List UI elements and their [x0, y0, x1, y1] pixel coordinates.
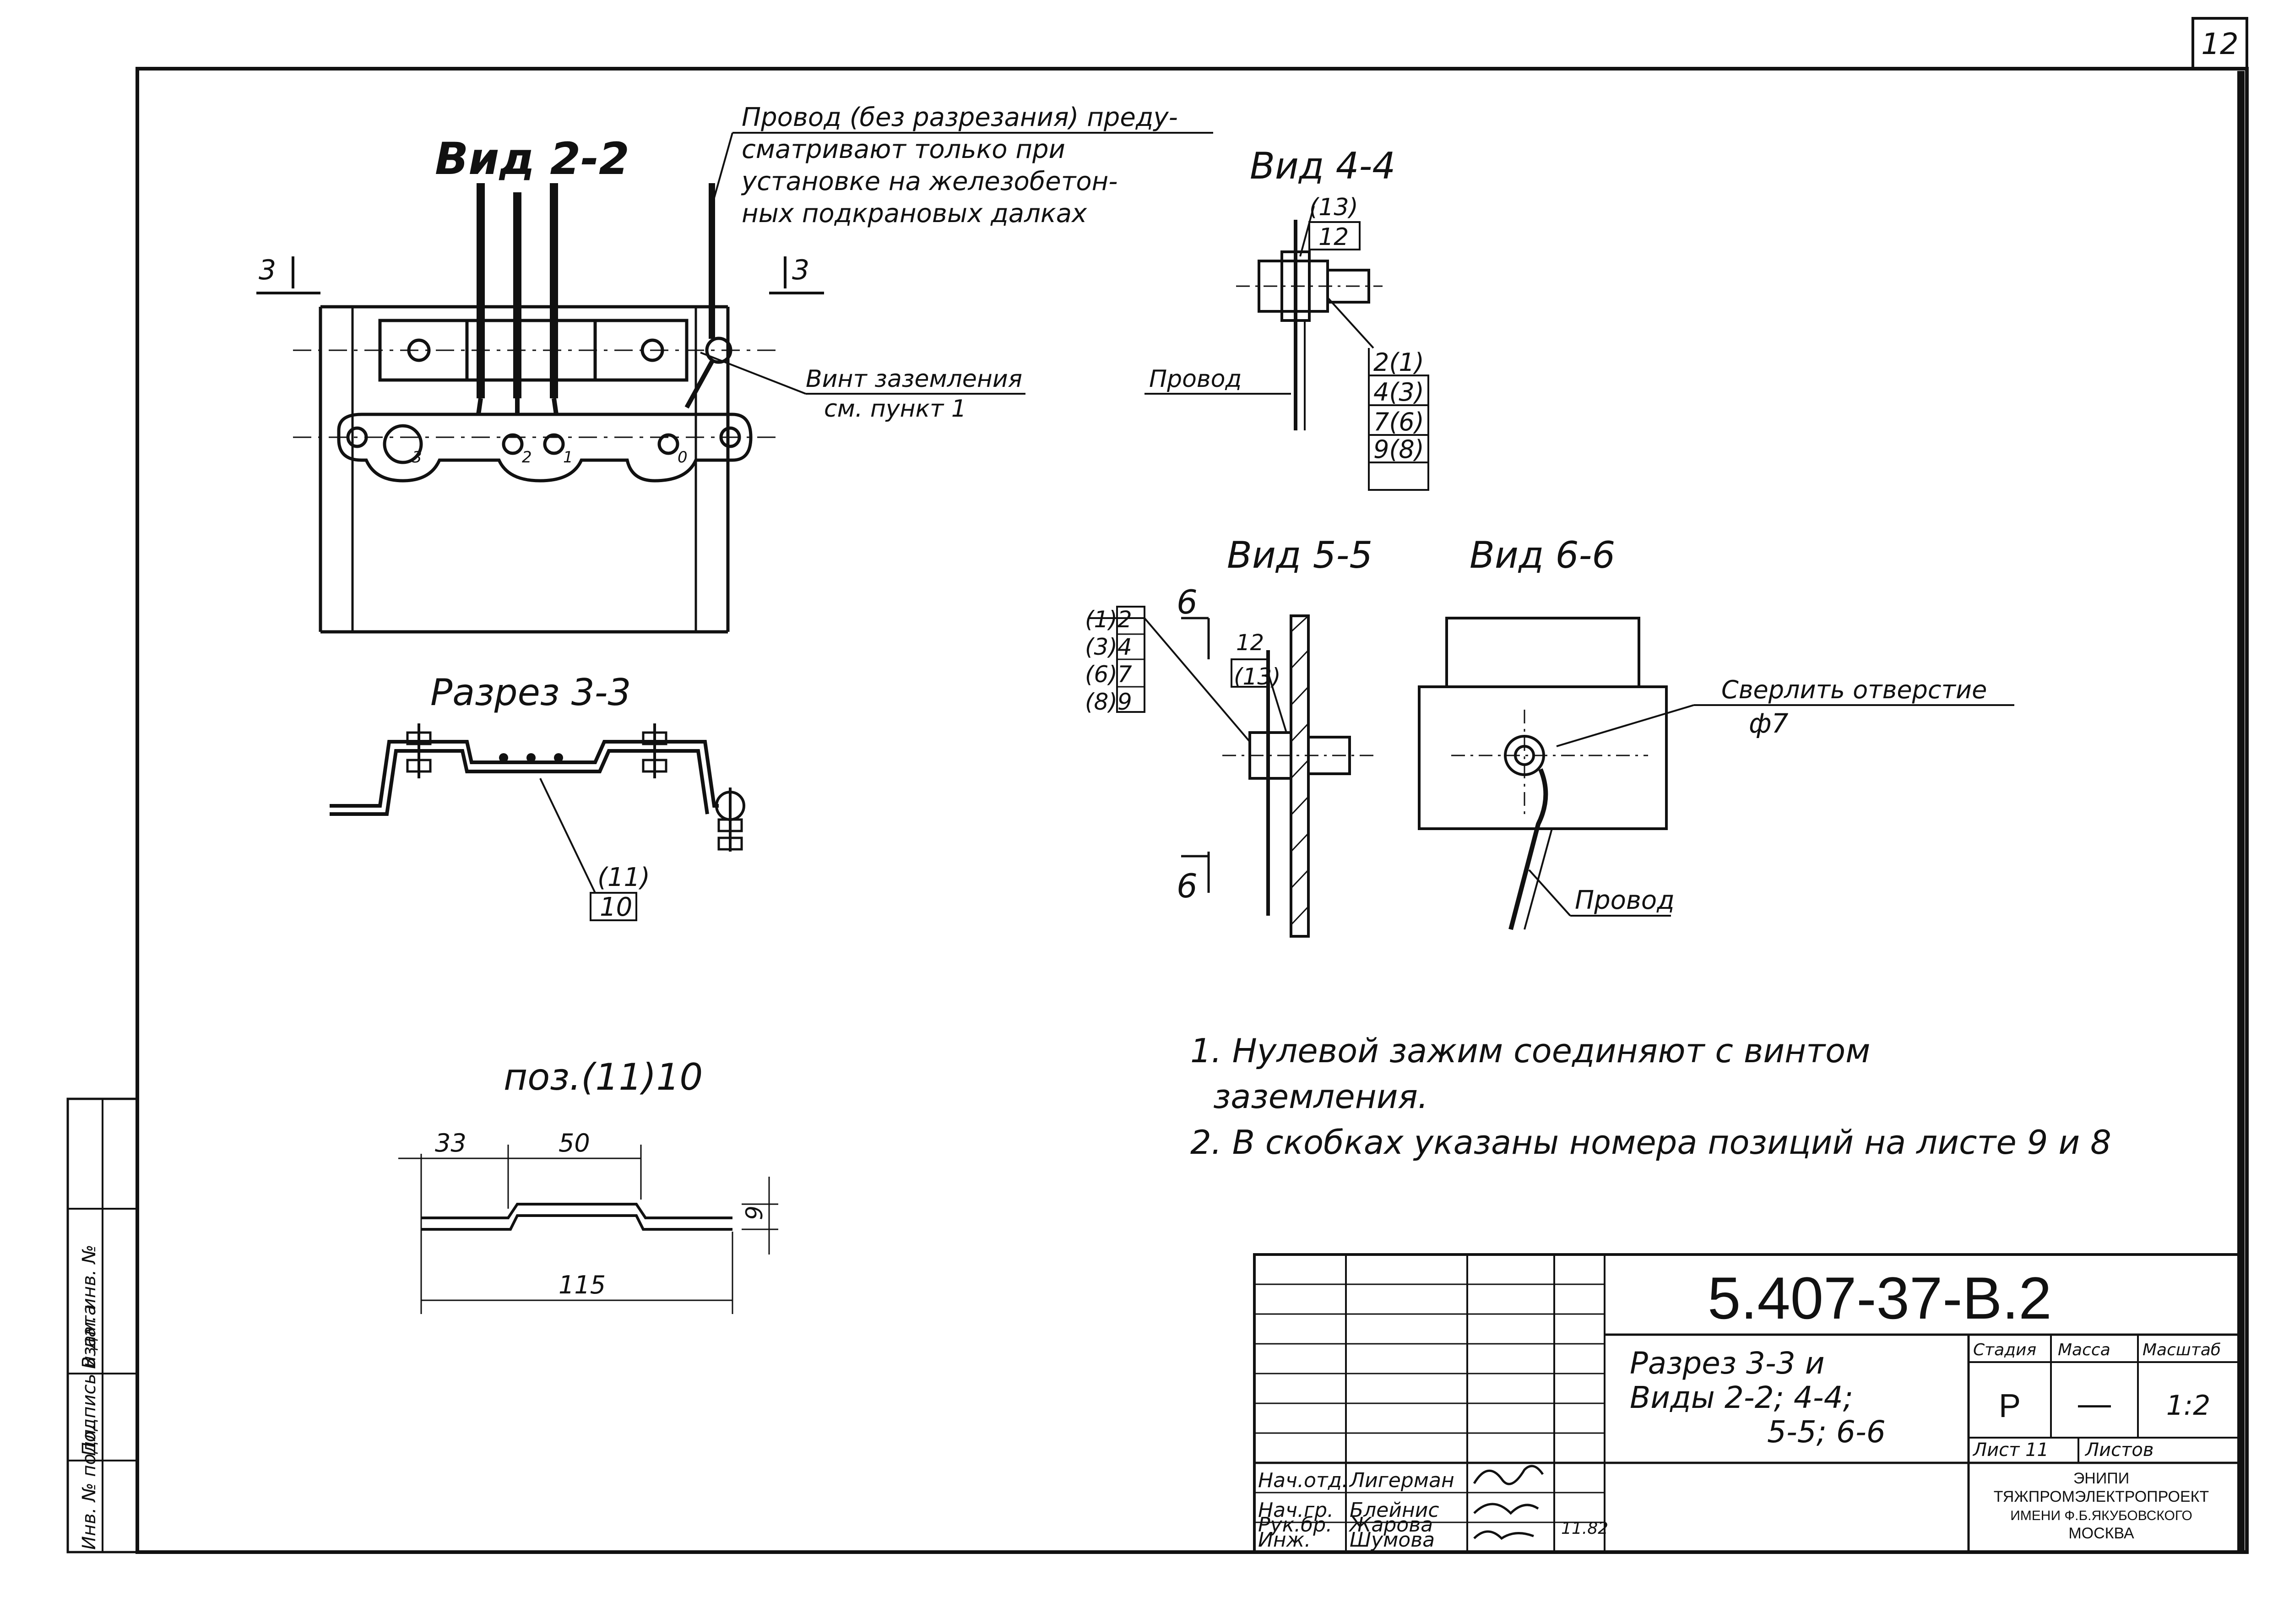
view-4-4-title: Вид 4-4 [1250, 145, 1395, 187]
view-5-5-pos12: 12 [1236, 630, 1264, 656]
terminal-label: 2 [522, 448, 532, 467]
view-4-4-position: 2(1) [1373, 348, 1424, 377]
wire-note-line: ных подкрановых далках [742, 199, 1087, 228]
view-4-4 [1144, 206, 1429, 491]
view-5-5 [1090, 606, 1373, 938]
signature-name: Лигерман [1349, 1469, 1454, 1492]
view-2-2-title: Вид 2-2 [435, 133, 629, 185]
signature-scribbles [1473, 1465, 1544, 1540]
sheet-frame [66, 17, 2249, 1554]
view-4-4-pos13: (13) [1309, 194, 1358, 221]
signature-name: Жарова [1348, 1513, 1433, 1537]
view-6-6-wire-label: Провод [1575, 885, 1675, 915]
view-6-6-title: Вид 6-6 [1470, 534, 1615, 576]
cut-mark-left: 3 [259, 254, 276, 286]
signature-name: Блейнис [1350, 1499, 1439, 1522]
view-5-5-position: (3)4 [1085, 634, 1132, 660]
title-block-grid [1253, 1253, 2240, 1553]
strip-replace-label: Взам. инв. № [79, 1244, 100, 1369]
org-line: МОСКВА [2068, 1525, 2134, 1542]
cut-mark-right: 3 [792, 254, 809, 286]
section-3-3-title: Разрез 3-3 [430, 671, 631, 714]
note-1-cont: заземления. [1213, 1077, 1428, 1116]
dim-115: 115 [559, 1271, 606, 1299]
part-detail-title: поз.(11)10 [504, 1056, 703, 1098]
scale-value: 1:2 [2166, 1390, 2211, 1422]
drawing-title-line: Разрез 3-3 и [1630, 1346, 1825, 1381]
rivet [526, 753, 536, 762]
part-detail [398, 1145, 778, 1314]
section-pos-label: (11) [597, 863, 650, 892]
sheet-label: Лист 11 [1972, 1439, 2049, 1461]
rivet [554, 753, 563, 762]
rivet [499, 753, 508, 762]
view-5-5-position: (8)9 [1085, 689, 1132, 715]
terminal-label: 3 [412, 448, 422, 467]
cut-mark-6-top: 6 [1177, 583, 1198, 621]
org-line: ТЯЖПРОМЭЛЕКТРОПРОЕКТ [1994, 1488, 2209, 1505]
drawing-title-line: 5-5; 6-6 [1767, 1414, 1886, 1450]
mass-header: Масса [2058, 1341, 2110, 1359]
stage-header: Стадия [1973, 1341, 2036, 1359]
wire-note-line: Провод (без разрезания) преду- [742, 103, 1178, 132]
stage-value: Р [1999, 1388, 2021, 1424]
section-pos-label: 10 [600, 892, 632, 922]
note-2: 2. В скобках указаны номера позиций на л… [1190, 1123, 2111, 1162]
org-line: ЭНИПИ [2073, 1470, 2129, 1487]
wire-note-line: установке на железобетон- [741, 167, 1117, 196]
terminal-label: 0 [678, 448, 688, 467]
terminal-label: 1 [563, 448, 573, 467]
view-4-4-pos12: 12 [1318, 223, 1349, 251]
view-4-4-position: 7(6) [1373, 407, 1424, 436]
cut-mark-6-bottom: 6 [1177, 867, 1198, 905]
ground-screw-ref: см. пункт 1 [824, 395, 966, 423]
view-5-5-title: Вид 5-5 [1227, 534, 1372, 576]
wire-note-line: сматривают только при [742, 135, 1065, 164]
section-3-3 [330, 723, 745, 894]
view-5-5-pos13: (13) [1234, 663, 1281, 690]
note-1: 1. Нулевой зажим соединяют с винтом [1190, 1032, 1871, 1070]
view-5-5-position: (1)2 [1085, 606, 1132, 633]
drawing-title-line: Виды 2-2; 4-4; [1630, 1380, 1853, 1415]
signature-role: Инж. [1258, 1528, 1311, 1552]
scale-header: Масштаб [2143, 1341, 2221, 1359]
ground-screw-label: Винт заземления [806, 365, 1022, 393]
strip-inv-label: Инв. № подл. [79, 1423, 100, 1550]
mass-value: — [2078, 1385, 2111, 1422]
signature-date: 11.82 [1561, 1519, 1608, 1538]
sheets-label: Листов [2084, 1439, 2153, 1461]
view-4-4-wire-label: Провод [1149, 365, 1242, 393]
signature-role: Нач.отд. [1258, 1469, 1348, 1492]
signature-role: Рук.бр. [1258, 1513, 1332, 1537]
document-code: 5.407-37-В.2 [1708, 1265, 2052, 1331]
view-4-4-position: 4(3) [1373, 378, 1424, 407]
drill-diameter: ф7 [1749, 708, 1789, 739]
sheet-number: 12 [2201, 27, 2238, 61]
dim-9: 9 [741, 1206, 768, 1220]
view-5-5-position: (6)7 [1085, 661, 1132, 688]
drill-note-label: Сверлить отверстие [1721, 675, 1987, 704]
view-4-4-position: 9(8) [1373, 435, 1424, 464]
view-6-6 [1418, 617, 2014, 930]
org-line: ИМЕНИ Ф.Б.ЯКУБОВСКОГО [2010, 1508, 2192, 1523]
dim-50: 50 [559, 1129, 590, 1157]
strip-sign-label: Подпись и дата [79, 1304, 100, 1456]
view-2-2 [256, 132, 1213, 634]
signature-role: Нач.гр. [1258, 1499, 1334, 1522]
dim-33: 33 [435, 1129, 466, 1157]
section-pos-box [590, 892, 637, 921]
signature-name: Шумова [1350, 1528, 1435, 1552]
